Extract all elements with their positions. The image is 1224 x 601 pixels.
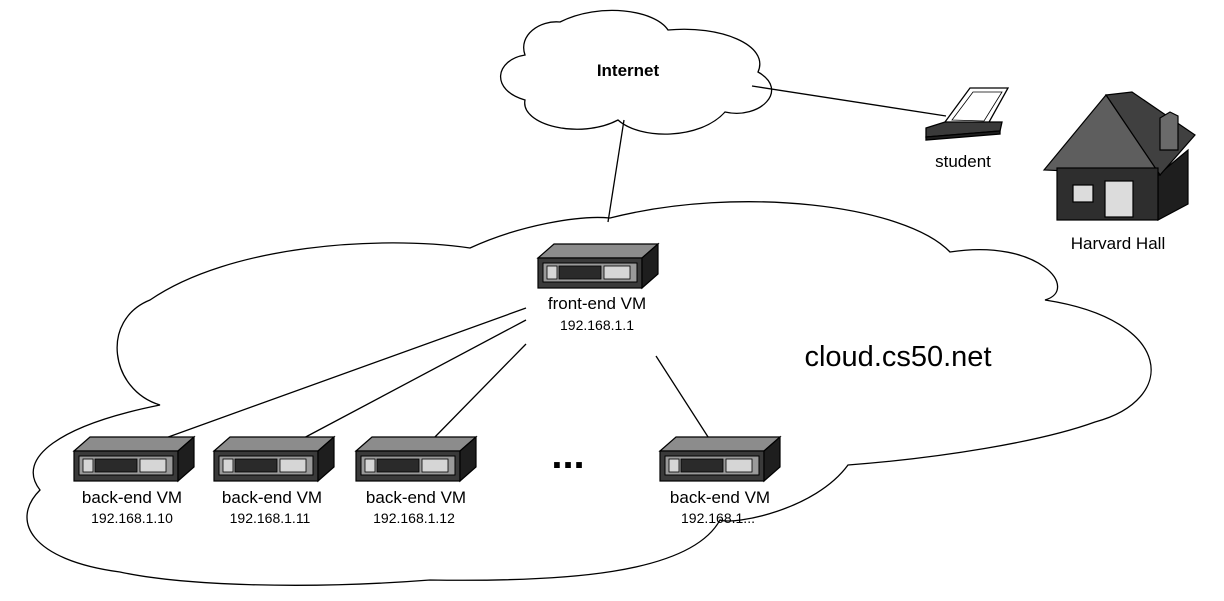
front-end-server-icon (537, 243, 659, 289)
ellipsis: ... (551, 433, 584, 477)
house-icon (1042, 91, 1196, 221)
laptop-icon (925, 87, 1010, 141)
front-end-ip: 192.168.1.1 (560, 317, 634, 333)
student-label: student (935, 152, 991, 171)
back-end-server-icon (355, 436, 477, 482)
link-frontend-backend-3 (431, 343, 527, 441)
front-end-label: front-end VM (548, 294, 646, 313)
internet-cloud (499, 9, 773, 135)
back-end-ip: 192.168.1.11 (230, 510, 311, 526)
back-end-ip: 192.168.1... (681, 510, 755, 526)
back-end-ip: 192.168.1.10 (91, 510, 173, 526)
internet-label: Internet (597, 61, 660, 80)
connections (159, 85, 947, 441)
back-end-label: back-end VM (222, 488, 322, 507)
back-end-server-icon (659, 436, 781, 482)
back-end-label: back-end VM (82, 488, 182, 507)
harvard-hall-label: Harvard Hall (1071, 234, 1165, 253)
back-end-label: back-end VM (670, 488, 770, 507)
link-frontend-backend-2 (299, 319, 527, 441)
cloud-label: cloud.cs50.net (804, 341, 991, 373)
link-frontend-backend-1 (159, 307, 527, 441)
back-end-server-icon (213, 436, 335, 482)
cloud-shape (26, 201, 1152, 586)
back-end-ip: 192.168.1.12 (373, 510, 455, 526)
link-internet-student (751, 85, 947, 117)
back-end-server-icon (73, 436, 195, 482)
link-frontend-backend-4 (655, 355, 711, 441)
back-end-label: back-end VM (366, 488, 466, 507)
link-internet-frontend (607, 119, 625, 223)
